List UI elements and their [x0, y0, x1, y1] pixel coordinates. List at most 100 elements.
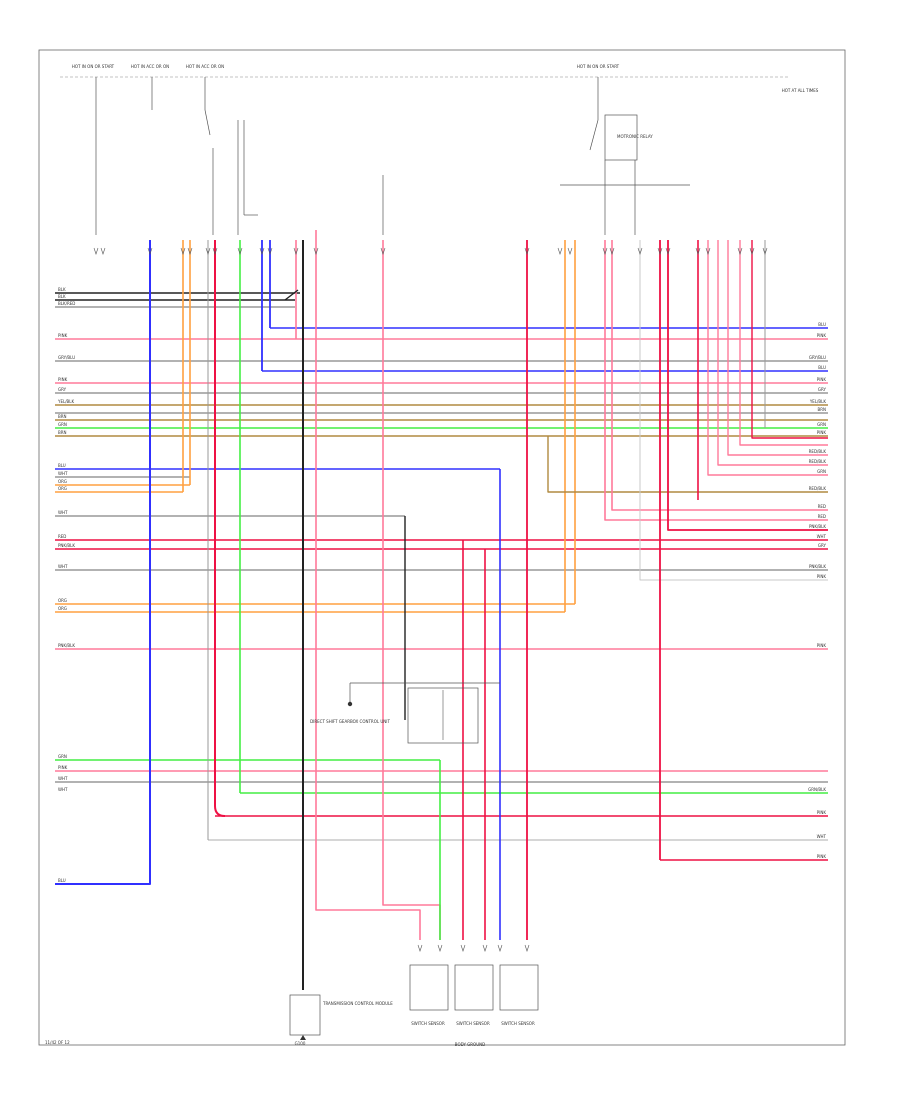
- right-wire-label: RED/BLK: [809, 486, 827, 491]
- right-wire-label: PNK/BLK: [809, 524, 826, 529]
- right-wire-label: GRY: [818, 387, 827, 392]
- wire-pink-c: [382, 240, 441, 940]
- left-wire-label: PINK: [58, 765, 68, 770]
- right-wire-label: YEL/BLK: [809, 399, 827, 404]
- module-label: TRANSMISSION CONTROL MODULE: [322, 1001, 393, 1006]
- connector-mark: [705, 247, 711, 255]
- connector-mark: [313, 247, 319, 255]
- wire-group: [55, 230, 828, 990]
- connector-mark: [665, 247, 671, 255]
- left-wire-label: WHT: [58, 564, 68, 569]
- right-wire-label: PINK: [817, 430, 827, 435]
- left-wire-label: BLK: [58, 294, 66, 299]
- left-wire-label: BRN: [58, 414, 67, 419]
- left-wire-label: ORG: [58, 606, 67, 611]
- ground-label: G100: [295, 1041, 306, 1046]
- connector-mark: [460, 944, 466, 952]
- connector-mark: [497, 944, 503, 952]
- center-component: DIRECT SHIFT GEARBOX CONTROL UNIT: [310, 682, 500, 744]
- connector-mark: [212, 247, 218, 255]
- right-wire-label: WHT: [817, 834, 827, 839]
- left-wire-label: YEL/BLK: [57, 399, 75, 404]
- left-wire-label: BLU: [58, 878, 66, 883]
- left-wire-label: BLK: [58, 287, 66, 292]
- connector-mark: [602, 247, 608, 255]
- right-wire-label: PINK: [817, 854, 827, 859]
- connector-mark: [749, 247, 755, 255]
- center-component-label: DIRECT SHIFT GEARBOX CONTROL UNIT: [310, 719, 390, 724]
- left-wire-labels: BLKBLKBLK/REDPINKGRY/BLUPINKGRYYEL/BLKBR…: [57, 287, 75, 883]
- connector-mark: [237, 247, 243, 255]
- bottom-center-label: BODY GROUND: [455, 1042, 485, 1047]
- connector-mark: [147, 247, 153, 255]
- right-wire-label: PINK: [817, 574, 827, 579]
- right-wire-label: RED/BLK: [809, 449, 827, 454]
- wire-pink-e: [611, 240, 828, 511]
- top-label-4: HOT IN ON OR START: [577, 64, 620, 69]
- wire-pink-b: [315, 230, 421, 940]
- connector-mark: [417, 944, 423, 952]
- right-wire-label: PINK: [817, 810, 827, 815]
- left-wire-label: GRY/BLU: [58, 355, 75, 360]
- top-label-3: HOT IN ACC OR ON: [186, 64, 224, 69]
- bottom-components: SWITCH SENSOR SWITCH SENSOR SWITCH SENSO…: [409, 964, 539, 1026]
- wire-pink-f: [707, 240, 828, 476]
- left-wire-label: ORG: [58, 598, 67, 603]
- wire-pink-i: [739, 240, 828, 446]
- relay-label: MOTRONIC RELAY: [617, 134, 653, 139]
- left-wire-label: BLK/RED: [58, 301, 75, 306]
- right-wire-label: GRN: [817, 469, 826, 474]
- right-wire-label: GRY: [818, 543, 827, 548]
- connector-mark: [524, 944, 530, 952]
- connector-mark: [100, 247, 106, 255]
- top-label-2: HOT IN ACC OR ON: [131, 64, 169, 69]
- left-wire-label: PNK/BLK: [58, 543, 75, 548]
- diagram-frame: [38, 49, 846, 1046]
- left-wire-label: ORG: [58, 486, 67, 491]
- right-wire-label: RED: [818, 514, 826, 519]
- connector-mark: [737, 247, 743, 255]
- wire-red-f: [667, 240, 828, 531]
- connector-mark: [609, 247, 615, 255]
- right-wire-label: RED: [818, 504, 826, 509]
- connector-mark: [482, 944, 488, 952]
- transmission-module: TRANSMISSION CONTROL MODULE: [289, 994, 393, 1040]
- connector-mark: [187, 247, 193, 255]
- left-wire-label: WHT: [58, 471, 68, 476]
- connector-mark: [695, 247, 701, 255]
- top-label-1: HOT IN ON OR START: [72, 64, 115, 69]
- wire-pink-g: [717, 240, 828, 466]
- page-ref: 11/42 OF 12: [45, 1040, 70, 1045]
- wire-blue-main: [55, 240, 151, 885]
- right-wire-label: GRY/BLU: [809, 355, 826, 360]
- connector-mark: [637, 247, 643, 255]
- right-wire-label: GRN: [817, 422, 826, 427]
- bottom-component-2: SWITCH SENSOR: [456, 1021, 490, 1026]
- top-label-group: HOT IN ON OR START HOT IN ACC OR ON HOT …: [72, 64, 819, 93]
- connector-mark: [293, 247, 299, 255]
- left-wire-label: GRN: [58, 422, 67, 427]
- left-wire-label: PINK: [58, 377, 68, 382]
- top-label-5: HOT AT ALL TIMES: [782, 88, 819, 93]
- connector-mark: [380, 247, 386, 255]
- right-wire-label: PNK/BLK: [809, 564, 826, 569]
- wire-brown-a: [547, 436, 828, 493]
- connector-mark: [180, 247, 186, 255]
- top-branches: [95, 77, 690, 235]
- wire-gray-b: [639, 240, 828, 581]
- connector-mark: [205, 247, 211, 255]
- right-wire-label: RED/BLK: [809, 459, 827, 464]
- left-wire-label: BRN: [58, 430, 67, 435]
- connector-mark: [267, 247, 273, 255]
- connector-mark: [524, 247, 530, 255]
- left-wire-label: GRN: [58, 754, 67, 759]
- left-wire-label: BLU: [58, 463, 66, 468]
- wire-black-c: [284, 289, 299, 301]
- right-wire-label: BRN: [817, 407, 826, 412]
- bottom-component-1: SWITCH SENSOR: [411, 1021, 445, 1026]
- left-wire-label: RED: [58, 534, 66, 539]
- connector-mark: [437, 944, 443, 952]
- left-wire-label: WHT: [58, 787, 68, 792]
- wire-red-h: [751, 240, 828, 439]
